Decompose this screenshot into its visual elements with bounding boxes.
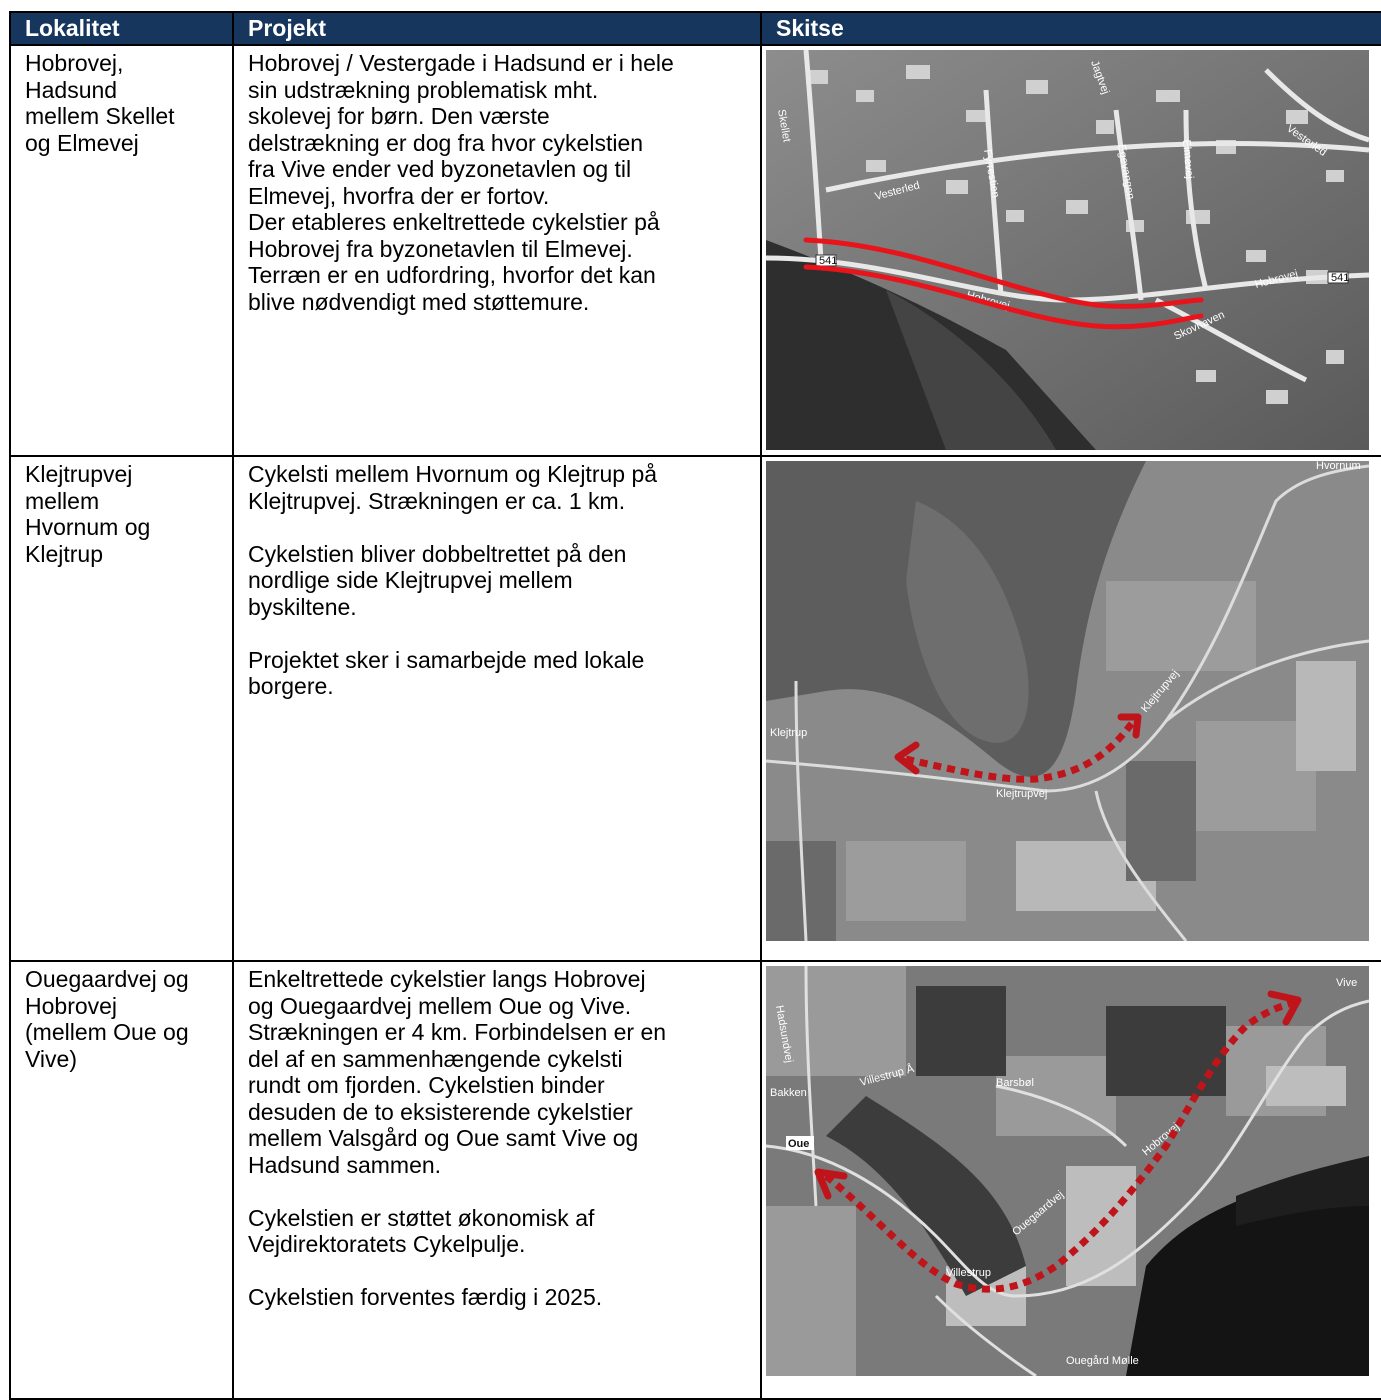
arrow-head-left bbox=[894, 741, 920, 775]
projekt-line: Klejtrupvej. Strækningen er ca. 1 km. bbox=[248, 487, 626, 514]
projekt-line: Projektet sker i samarbejde med lokale bbox=[248, 646, 645, 673]
projekt-line: Hobrovej fra byzonetavlen til Elmevej. bbox=[248, 235, 633, 262]
lokalitet-line: Klejtrupvej bbox=[25, 461, 133, 487]
map-label: Barsbøl bbox=[996, 1077, 1034, 1089]
lokalitet-line: Vive) bbox=[25, 1045, 77, 1072]
projekt-line: skolevej for børn. Den værste bbox=[248, 103, 550, 129]
map-label: Villestrup bbox=[946, 1267, 991, 1279]
projekt-line: Hobrovej / Vestergade i Hadsund er i hel… bbox=[248, 50, 674, 76]
lokalitet-line: Klejtrup bbox=[25, 540, 103, 567]
projekt-line: Enkeltrettede cykelstier langs Hobrovej bbox=[248, 966, 646, 992]
skitse-cell: 541 541 Skellet Vesterled Fyrrestien Ege… bbox=[760, 44, 1381, 457]
lokalitet-cell: Klejtrupvej mellem Hvornum og Klejtrup bbox=[9, 455, 234, 962]
map-label: Oue bbox=[788, 1138, 809, 1150]
projekt-paragraph: Hobrovej / Vestergade i Hadsund er i hel… bbox=[248, 50, 754, 315]
map-label: Skellet bbox=[775, 108, 793, 143]
place-label-box bbox=[786, 1136, 814, 1150]
lokalitet-line: Hadsund bbox=[25, 76, 118, 103]
map-label: Vive bbox=[1336, 977, 1357, 989]
map-klejtrupvej: Hvornum Klejtrup Klejtrupvej Klejtrupvej bbox=[766, 461, 1369, 941]
lokalitet-cell: Ouegaardvej og Hobrovej (mellem Oue og V… bbox=[9, 960, 234, 1400]
header-projekt: Projekt bbox=[232, 11, 762, 46]
projekt-paragraph: Cykelsti mellem Hvornum og Klejtrup på K… bbox=[248, 461, 754, 514]
map-label: 541 bbox=[1331, 272, 1349, 284]
projekt-paragraph: Cykelstien er støttet økonomisk af Vejdi… bbox=[248, 1205, 754, 1258]
header-skitse: Skitse bbox=[760, 11, 1381, 46]
projekt-line: desuden de to eksisterende cykelstier bbox=[248, 1098, 633, 1125]
projekt-line: Hadsund sammen. bbox=[248, 1151, 442, 1178]
projekt-paragraph: Cykelstien bliver dobbeltrettet på den n… bbox=[248, 541, 754, 621]
lokalitet-line: Hvornum og bbox=[25, 514, 151, 540]
map-ouegaardvej: Oue Vive Hobrovej Barsbøl Villestrup Å V… bbox=[766, 966, 1369, 1376]
aerial-map-image: Oue Vive Hobrovej Barsbøl Villestrup Å V… bbox=[766, 966, 1369, 1376]
route-arrow bbox=[894, 713, 1142, 783]
projekt-line: Cykelstien forventes færdig i 2025. bbox=[248, 1284, 603, 1310]
projekt-line: Der etableres enkeltrettede cykelstier p… bbox=[248, 209, 660, 235]
projekt-cell: Cykelsti mellem Hvornum og Klejtrup på K… bbox=[232, 455, 762, 962]
projekt-line: rundt om fjorden. Cykelstien binder bbox=[248, 1072, 605, 1098]
road-badge bbox=[1327, 271, 1349, 284]
projekt-line: Vejdirektoratets Cykelpulje. bbox=[248, 1231, 526, 1257]
table-row: Klejtrupvej mellem Hvornum og Klejtrup C… bbox=[9, 455, 1381, 962]
projekt-line: sin udstrækning problematisk mht. bbox=[248, 76, 599, 103]
route-line-north bbox=[803, 237, 1204, 309]
lokalitet-line: mellem Skellet bbox=[25, 103, 175, 129]
route-lines bbox=[803, 237, 1204, 330]
projekt-cell: Enkeltrettede cykelstier langs Hobrovej … bbox=[232, 960, 762, 1400]
project-table: Lokalitet Projekt Skitse Hobrovej, Hadsu… bbox=[9, 11, 1381, 1400]
table-row: Ouegaardvej og Hobrovej (mellem Oue og V… bbox=[9, 960, 1381, 1400]
projekt-line: borgere. bbox=[248, 673, 334, 699]
lokalitet-line: (mellem Oue og bbox=[25, 1019, 189, 1045]
projekt-line: Terræn er en udfordring, hvorfor det kan bbox=[248, 262, 656, 288]
map-label: 541 bbox=[819, 255, 837, 267]
lokalitet-line: Ouegaardvej og bbox=[25, 966, 189, 992]
projekt-line: nordlige side Klejtrupvej mellem bbox=[248, 567, 573, 593]
projekt-line: og Ouegaardvej mellem Oue og Vive. bbox=[248, 992, 632, 1019]
lokalitet-line: mellem bbox=[25, 487, 100, 514]
projekt-line: Strækningen er 4 km. Forbindelsen er en bbox=[248, 1019, 667, 1045]
route-dashed-line bbox=[823, 998, 1297, 1293]
projekt-line: delstrækning er dog fra hvor cykelstien bbox=[248, 129, 644, 156]
lokalitet-line: Hobrovej bbox=[25, 992, 118, 1019]
map-label: Hvornum bbox=[1316, 461, 1361, 472]
projekt-paragraph: Projektet sker i samarbejde med lokale b… bbox=[248, 647, 754, 700]
projekt-line: mellem Valsgård og Oue samt Vive og bbox=[248, 1125, 639, 1151]
map-label: Bakken bbox=[770, 1087, 807, 1099]
projekt-line: del af en sammenhængende cykelsti bbox=[248, 1045, 623, 1072]
skitse-cell: Hvornum Klejtrup Klejtrupvej Klejtrupvej bbox=[760, 455, 1381, 962]
route-arrow bbox=[814, 990, 1302, 1293]
skitse-cell: Oue Vive Hobrovej Barsbøl Villestrup Å V… bbox=[760, 960, 1381, 1400]
arrow-head-left bbox=[814, 1168, 848, 1200]
lokalitet-line: Hobrovej, bbox=[25, 50, 124, 76]
projekt-line: Cykelsti mellem Hvornum og Klejtrup på bbox=[248, 461, 658, 487]
header-lokalitet: Lokalitet bbox=[9, 11, 234, 46]
projekt-paragraph: Cykelstien forventes færdig i 2025. bbox=[248, 1284, 754, 1311]
lokalitet-cell: Hobrovej, Hadsund mellem Skellet og Elme… bbox=[9, 44, 234, 457]
arrow-head-right bbox=[1267, 990, 1302, 1026]
map-hobrovej: 541 541 Skellet Vesterled Fyrrestien Ege… bbox=[766, 50, 1369, 450]
arrow-head-right bbox=[1117, 713, 1142, 739]
map-label: Elmevej bbox=[1180, 139, 1195, 179]
route-dashed-line bbox=[905, 720, 1135, 783]
projekt-line: Cykelstien er støttet økonomisk af bbox=[248, 1204, 595, 1231]
table-row: Hobrovej, Hadsund mellem Skellet og Elme… bbox=[9, 44, 1381, 457]
projekt-line: Elmevej, hvorfra der er fortov. bbox=[248, 182, 550, 209]
projekt-paragraph: Enkeltrettede cykelstier langs Hobrovej … bbox=[248, 966, 754, 1178]
projekt-line: fra Vive ender ved byzonetavlen og til bbox=[248, 156, 632, 182]
aerial-map-image: Hvornum Klejtrup Klejtrupvej Klejtrupvej bbox=[766, 461, 1369, 941]
map-label: Ouegård Mølle bbox=[1066, 1355, 1139, 1367]
map-label: Klejtrupvej bbox=[996, 788, 1047, 800]
header-row: Lokalitet Projekt Skitse bbox=[9, 11, 1381, 46]
lokalitet-line: og Elmevej bbox=[25, 129, 139, 156]
map-label: Klejtrup bbox=[770, 727, 807, 739]
projekt-line: Cykelstien bliver dobbeltrettet på den bbox=[248, 540, 627, 567]
projekt-line: blive nødvendigt med støttemure. bbox=[248, 288, 590, 315]
route-line-south bbox=[803, 264, 1204, 330]
projekt-line: byskiltene. bbox=[248, 593, 357, 620]
projekt-cell: Hobrovej / Vestergade i Hadsund er i hel… bbox=[232, 44, 762, 457]
aerial-map-image: 541 541 Skellet Vesterled Fyrrestien Ege… bbox=[766, 50, 1369, 450]
